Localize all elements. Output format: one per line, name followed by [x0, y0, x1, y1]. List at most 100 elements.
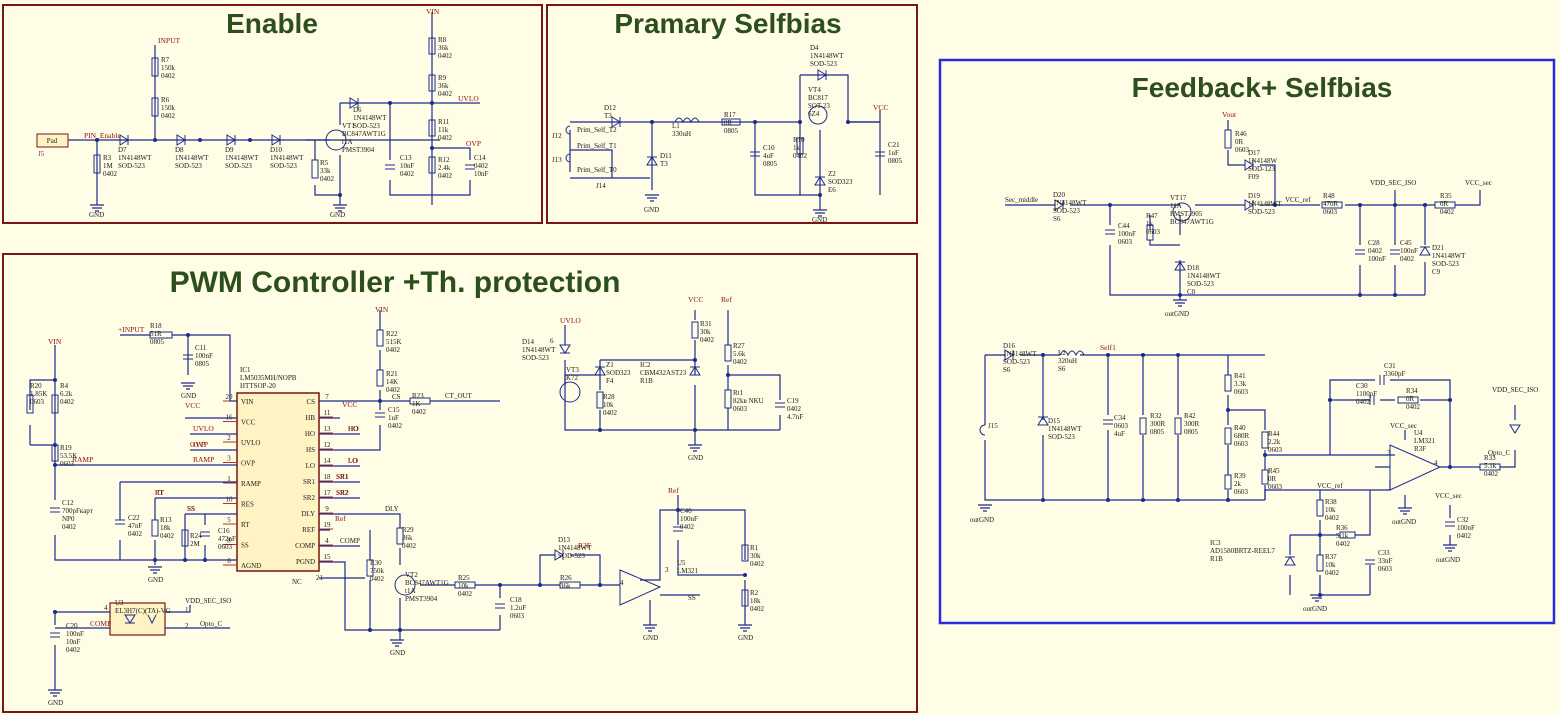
- part-label: 3: [665, 566, 669, 574]
- ic1-pin-number: 5: [227, 516, 231, 524]
- net-label: INPUT: [158, 36, 181, 45]
- ic1-pin-name: RES: [241, 501, 254, 509]
- ic1-pin-number: 4: [325, 537, 329, 545]
- ic1-pin-name: REF: [302, 526, 315, 534]
- ic1-pin-number: 3: [227, 455, 231, 463]
- net-label: COMP: [90, 619, 111, 628]
- net-label: RT: [155, 488, 165, 497]
- ic1-nc-label: NC: [292, 578, 302, 586]
- enable-net-labels: INPUT VIN PIN_Enable UVLO OVP GND GND: [84, 7, 481, 219]
- primary-net-labels: Prim_Self_T2 Prim_Self_T1 Prim_Self_T0 V…: [577, 103, 888, 224]
- net-label: HO: [348, 425, 358, 433]
- net-label: GND: [148, 576, 163, 584]
- part-label: 2: [185, 622, 189, 630]
- net-label: VCC: [342, 400, 357, 409]
- net-label: VDD_SEC_ISO: [1370, 179, 1416, 187]
- net-label: VIN: [48, 337, 62, 346]
- ic1-pin-number: 15: [324, 553, 332, 561]
- enable-dots: [95, 101, 434, 197]
- net-label: Self1: [1100, 343, 1116, 352]
- ic1-pin-number: 13: [324, 425, 332, 433]
- part-label: 6: [550, 337, 554, 345]
- ic1-pin-name: HS: [306, 446, 315, 454]
- primary-title: Pramary Selfbias: [614, 8, 841, 39]
- part-label: J13: [552, 156, 562, 164]
- ic1-pin-number: 7: [325, 393, 329, 401]
- net-label: Opto_C: [200, 620, 223, 628]
- net-label: OVP: [190, 440, 205, 449]
- net-label: RT: [155, 489, 164, 497]
- net-label: LO: [348, 456, 359, 465]
- ic1-pin-number: 20: [226, 393, 234, 401]
- net-label: SS: [187, 504, 195, 513]
- ic1-pin-name: HO: [305, 430, 315, 438]
- ic1-pin-number: 10: [226, 496, 234, 504]
- ic1-pin-name: CS: [306, 398, 315, 406]
- net-label: RAMP: [72, 455, 93, 464]
- net-label: GND: [643, 634, 658, 642]
- net-label: GND: [330, 211, 345, 219]
- ic1-pin-number: 19: [324, 521, 332, 529]
- net-label: Sec_middle: [1005, 196, 1038, 204]
- net-label: Vout: [1222, 110, 1237, 119]
- ic1-pin-number: 1: [227, 475, 231, 483]
- net-label: Prim_Self_T0: [577, 166, 617, 174]
- part-label: 4: [620, 579, 624, 587]
- ic1-pin-name: RAMP: [241, 480, 261, 488]
- net-label: VCC_sec: [1435, 492, 1462, 500]
- feedback-symbols: [978, 129, 1521, 602]
- feedback-frame: [938, 58, 1556, 625]
- net-label: R3F: [578, 541, 591, 550]
- net-label: GND: [48, 699, 63, 707]
- ic1-pin-number: 11: [324, 409, 331, 417]
- net-label: VDD_SEC_ISO: [185, 597, 231, 605]
- net-label: VCC_ref: [1317, 482, 1343, 490]
- net-label: OVP: [193, 440, 208, 449]
- net-label: outGND: [1392, 518, 1416, 526]
- ic1-part: LM5035MH/NOPB: [240, 374, 297, 382]
- enable-frame: [2, 4, 543, 224]
- net-label: outGND: [1303, 605, 1327, 613]
- net-label: outGND: [1436, 556, 1460, 564]
